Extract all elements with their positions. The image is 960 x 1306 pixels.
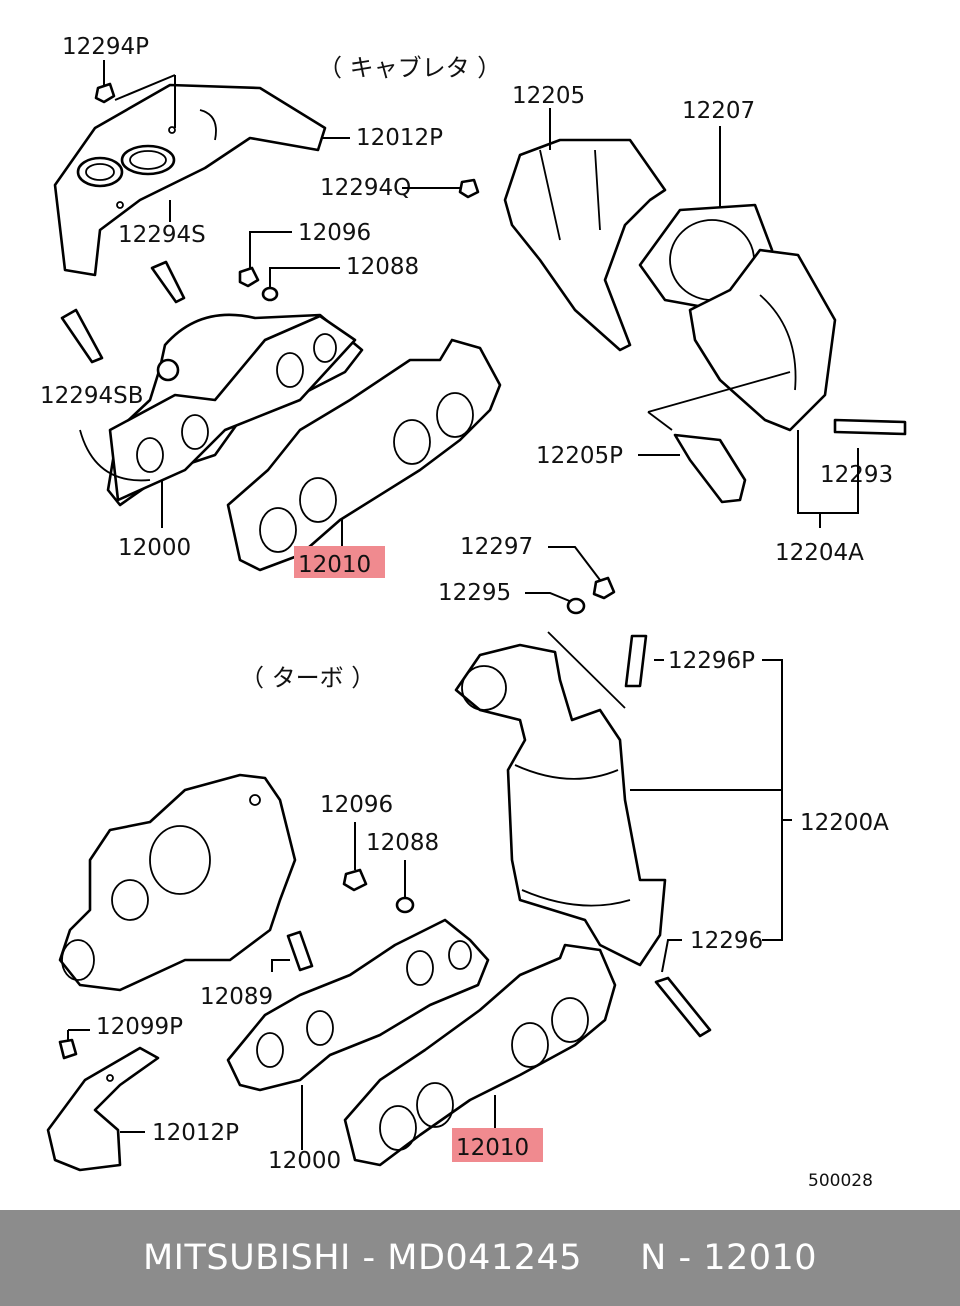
label-12205P: 12205P bbox=[536, 443, 623, 469]
label-12294SB: 12294SB bbox=[40, 383, 144, 409]
label-12296P: 12296P bbox=[668, 648, 755, 674]
label-12010-top: 12010 bbox=[298, 552, 371, 578]
label-12294Q: 12294Q bbox=[320, 175, 411, 201]
label-12089: 12089 bbox=[200, 984, 273, 1010]
label-12294P: 12294P bbox=[62, 34, 149, 60]
bracket-12205P bbox=[673, 433, 747, 504]
label-12088-bot: 12088 bbox=[366, 830, 439, 856]
label-12293: 12293 bbox=[820, 462, 893, 488]
label-12205: 12205 bbox=[512, 83, 585, 109]
highlight-12010-top bbox=[294, 546, 385, 578]
label-12294S: 12294S bbox=[118, 222, 206, 248]
label-12012P-top: 12012P bbox=[356, 125, 443, 151]
diagram-code: 500028 bbox=[808, 1171, 873, 1191]
label-12000-bot: 12000 bbox=[268, 1148, 341, 1174]
part-info-footer: MITSUBISHI - MD041245 N - 12010 bbox=[0, 1210, 960, 1306]
heat-shield-top bbox=[53, 83, 327, 277]
label-12295: 12295 bbox=[438, 580, 511, 606]
section-title-turbo: （ ターボ ） bbox=[240, 664, 375, 692]
label-12096-top: 12096 bbox=[298, 220, 371, 246]
exhaust-manifold-diagram: （ キャブレタ ） 12294P 12012P 12294Q 12294S 12… bbox=[40, 34, 907, 1191]
label-12000-top: 12000 bbox=[118, 535, 191, 561]
label-12010-bot: 12010 bbox=[456, 1135, 529, 1161]
part-number-text: MITSUBISHI - MD041245 N - 12010 bbox=[142, 1238, 818, 1278]
section-title-carburetor: （ キャブレタ ） bbox=[318, 54, 501, 82]
catalytic-converter-12200A bbox=[454, 631, 667, 967]
turbocharger bbox=[58, 773, 297, 992]
label-12096-bot: 12096 bbox=[320, 792, 393, 818]
highlight-12010-bot bbox=[452, 1128, 543, 1162]
exhaust-manifold-top bbox=[79, 313, 364, 507]
heat-shield-bottom bbox=[46, 1046, 160, 1172]
manifold-gasket-top bbox=[226, 338, 502, 572]
label-12012P-bot: 12012P bbox=[152, 1120, 239, 1146]
label-12207: 12207 bbox=[682, 98, 755, 124]
label-12099P: 12099P bbox=[96, 1014, 183, 1040]
label-12296: 12296 bbox=[690, 928, 763, 954]
label-12200A: 12200A bbox=[800, 810, 889, 836]
catalytic-converter-12204A bbox=[688, 248, 837, 432]
exhaust-manifold-bottom bbox=[226, 918, 490, 1092]
bolt-12294P bbox=[94, 60, 176, 128]
manifold-gasket-bottom bbox=[343, 943, 617, 1167]
label-12297: 12297 bbox=[460, 534, 533, 560]
heat-protector-12205 bbox=[503, 138, 667, 352]
label-12088-top: 12088 bbox=[346, 254, 419, 280]
label-12204A: 12204A bbox=[775, 540, 864, 566]
